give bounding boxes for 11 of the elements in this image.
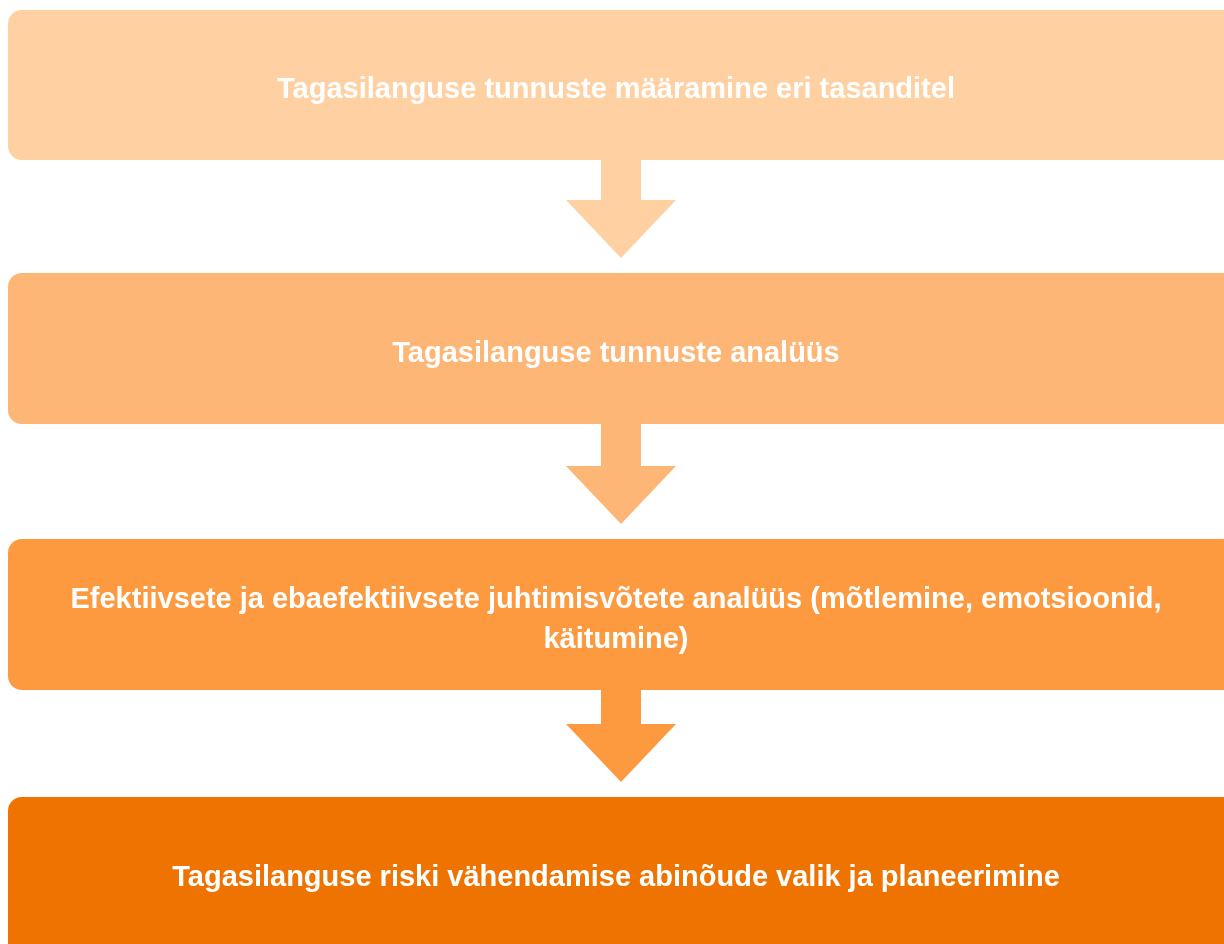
process-box xyxy=(8,10,1224,160)
process-box xyxy=(8,797,1224,944)
step-text: Tagasilanguse tunnuste määramine eri tasanditel xyxy=(277,71,955,107)
step-text: Tagasilanguse riski vähendamise abinõude valik ja planeerimine xyxy=(172,859,1060,895)
step-text: Efektiivsete ja ebaefektiivsete juhtimisvõtete analüüs (mõtlemine, emotsioonid, käitumine) xyxy=(69,581,1163,656)
process-box xyxy=(8,273,1224,424)
block-arrow xyxy=(566,160,676,258)
process-box xyxy=(8,539,1224,690)
step-text: Tagasilanguse tunnuste analüüs xyxy=(392,334,840,370)
block-arrow xyxy=(566,424,676,524)
block-arrow xyxy=(566,690,676,782)
